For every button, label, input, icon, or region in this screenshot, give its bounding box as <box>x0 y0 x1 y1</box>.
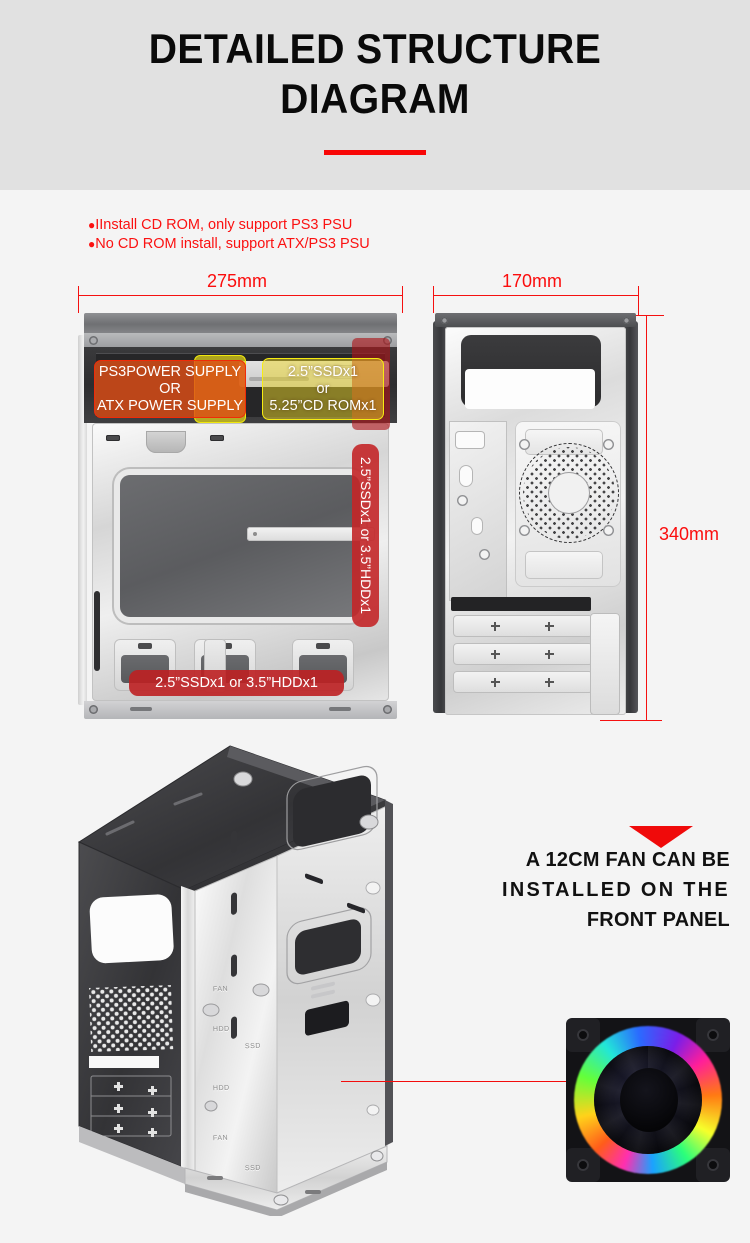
fan-callout-text: A 12CM FAN CAN BE INSTALLED ON THE FRONT… <box>439 845 730 935</box>
motherboard-tray-panel <box>92 423 389 701</box>
plate-cutout <box>455 431 485 449</box>
odd-label-line-2: or <box>316 380 330 397</box>
fan-corner-tab <box>566 1148 600 1182</box>
dimension-tick-height-top <box>614 315 664 316</box>
lower-rect-cutout <box>525 551 603 579</box>
odd-label-line-1: 2.5”SSDx1 <box>287 363 359 380</box>
psu-opening-inner <box>465 369 595 409</box>
case-front-top-bar <box>84 313 397 333</box>
rear-fan-hub <box>549 473 589 513</box>
case-rear-right-shell <box>622 321 638 713</box>
note-line-2-text: No CD ROM install, support ATX/PS3 PSU <box>95 236 370 252</box>
standoff-tab <box>106 435 120 441</box>
rear-fan-outline <box>519 443 619 543</box>
bullet-icon: ● <box>88 218 96 232</box>
dimension-label-height: 340mm <box>659 524 720 544</box>
red-down-arrow-icon <box>629 826 693 848</box>
fan-corner-tab <box>696 1148 730 1182</box>
expansion-slot-cover <box>453 671 593 693</box>
note-line-1-text: IInstall CD ROM, only support PS3 PSU <box>95 217 353 233</box>
fan-callout-line-2: INSTALLED ON THE <box>502 878 730 901</box>
fan-lead-line <box>341 1081 615 1083</box>
fan-callout-line-1: A 12CM FAN CAN BE <box>525 848 730 871</box>
motherboard-cutout-window <box>120 475 360 617</box>
dimension-label-side-width: 170mm <box>502 271 563 291</box>
standoff-tab <box>210 435 224 441</box>
bottom-vent-left <box>130 707 152 711</box>
expansion-slot-cover <box>453 643 593 665</box>
screw-hole <box>479 549 490 560</box>
slot-tab <box>316 643 330 649</box>
fan-hub <box>620 1068 678 1132</box>
plate-cutout <box>459 465 473 487</box>
installation-notes: ●IInstall CD ROM, only support PS3 PSU ●… <box>88 216 370 254</box>
emboss-label-hdd: HDD <box>212 1025 230 1034</box>
dimension-line-side-width <box>433 295 639 296</box>
page-title: DETAILED STRUCTURE DIAGRAM <box>26 24 724 124</box>
case-front-left-edge <box>78 335 87 705</box>
dimension-tick-front-left <box>78 286 79 313</box>
case-rear-body-panel <box>445 327 626 715</box>
fan-corner-tab <box>566 1018 600 1052</box>
screw-hole <box>457 495 468 506</box>
psu-annotation-box: PS3POWER SUPPLY OR ATX POWER SUPPLY <box>94 360 246 418</box>
bottom-vent-right <box>329 707 351 711</box>
optical-drive-annotation-box: 2.5”SSDx1 or 5.25”CD ROMx1 <box>262 358 384 420</box>
dimension-tick-front-right <box>402 286 403 313</box>
side-bay-label: 2.5”SSDx1 or 3.5”HDDx1 <box>358 456 375 615</box>
psu-label-line-1: PS3POWER SUPPLY <box>98 363 242 380</box>
fan-screw-hole <box>603 439 614 450</box>
case-rear-view-illustration <box>433 313 638 721</box>
emboss-label-hdd-2: HDD <box>212 1084 230 1093</box>
dimension-line-front-width <box>78 295 403 296</box>
side-bay-annotation-box: 2.5”SSDx1 or 3.5”HDDx1 <box>352 444 379 627</box>
fan-screw-hole <box>603 525 614 536</box>
rear-io-column <box>590 613 620 715</box>
page-title-line-2: DIAGRAM <box>280 75 470 122</box>
emboss-label-ssd: SSD <box>244 1042 262 1051</box>
emboss-label-fan: FAN <box>212 985 229 994</box>
page-header: DETAILED STRUCTURE DIAGRAM <box>0 0 750 190</box>
rear-left-plate <box>449 421 507 601</box>
note-line-2: ●No CD ROM install, support ATX/PS3 PSU <box>88 235 370 254</box>
fan-callout-line-3: FRONT PANEL <box>586 908 730 931</box>
page-title-line-1: DETAILED STRUCTURE <box>148 25 602 72</box>
psu-label-line-2: OR <box>159 380 181 397</box>
case-front-top-row <box>84 333 397 361</box>
bottom-bay-annotation-box: 2.5”SSDx1 or 3.5”HDDx1 <box>129 670 344 696</box>
dimension-tick-side-left <box>433 286 434 313</box>
case-3d-perspective-illustration: FAN HDD SSD HDD FAN SSD <box>55 738 455 1218</box>
fan-screw-hole <box>519 439 530 450</box>
case-front-bottom-bar <box>84 701 397 719</box>
side-edge-strip <box>94 591 100 671</box>
psu-label-line-3: ATX POWER SUPPLY <box>96 397 244 414</box>
bullet-icon: ● <box>88 237 96 251</box>
case-rear-top-panel <box>435 313 636 327</box>
dimension-tick-height-bottom <box>600 720 662 721</box>
odd-label-line-3: 5.25”CD ROMx1 <box>269 397 377 414</box>
slot-bay-dark-strip <box>451 597 591 611</box>
dimension-tick-side-right <box>638 286 639 315</box>
plate-cutout <box>471 517 483 535</box>
expansion-slot-cover <box>453 615 593 637</box>
title-underline-accent <box>324 150 426 155</box>
slot-tab <box>138 643 152 649</box>
io-shield-cutout <box>146 431 186 453</box>
emboss-label-fan-2: FAN <box>212 1134 229 1143</box>
fan-screw-hole <box>519 525 530 536</box>
emboss-label-ssd-2: SSD <box>244 1164 262 1173</box>
bottom-bay-label: 2.5”SSDx1 or 3.5”HDDx1 <box>155 674 318 691</box>
note-line-1: ●IInstall CD ROM, only support PS3 PSU <box>88 216 370 235</box>
fan-corner-tab <box>696 1018 730 1052</box>
case-3d-svg <box>77 745 393 1218</box>
dimension-line-height <box>646 315 647 721</box>
dimension-label-front-width: 275mm <box>207 271 268 291</box>
rgb-fan-image <box>558 1010 738 1190</box>
